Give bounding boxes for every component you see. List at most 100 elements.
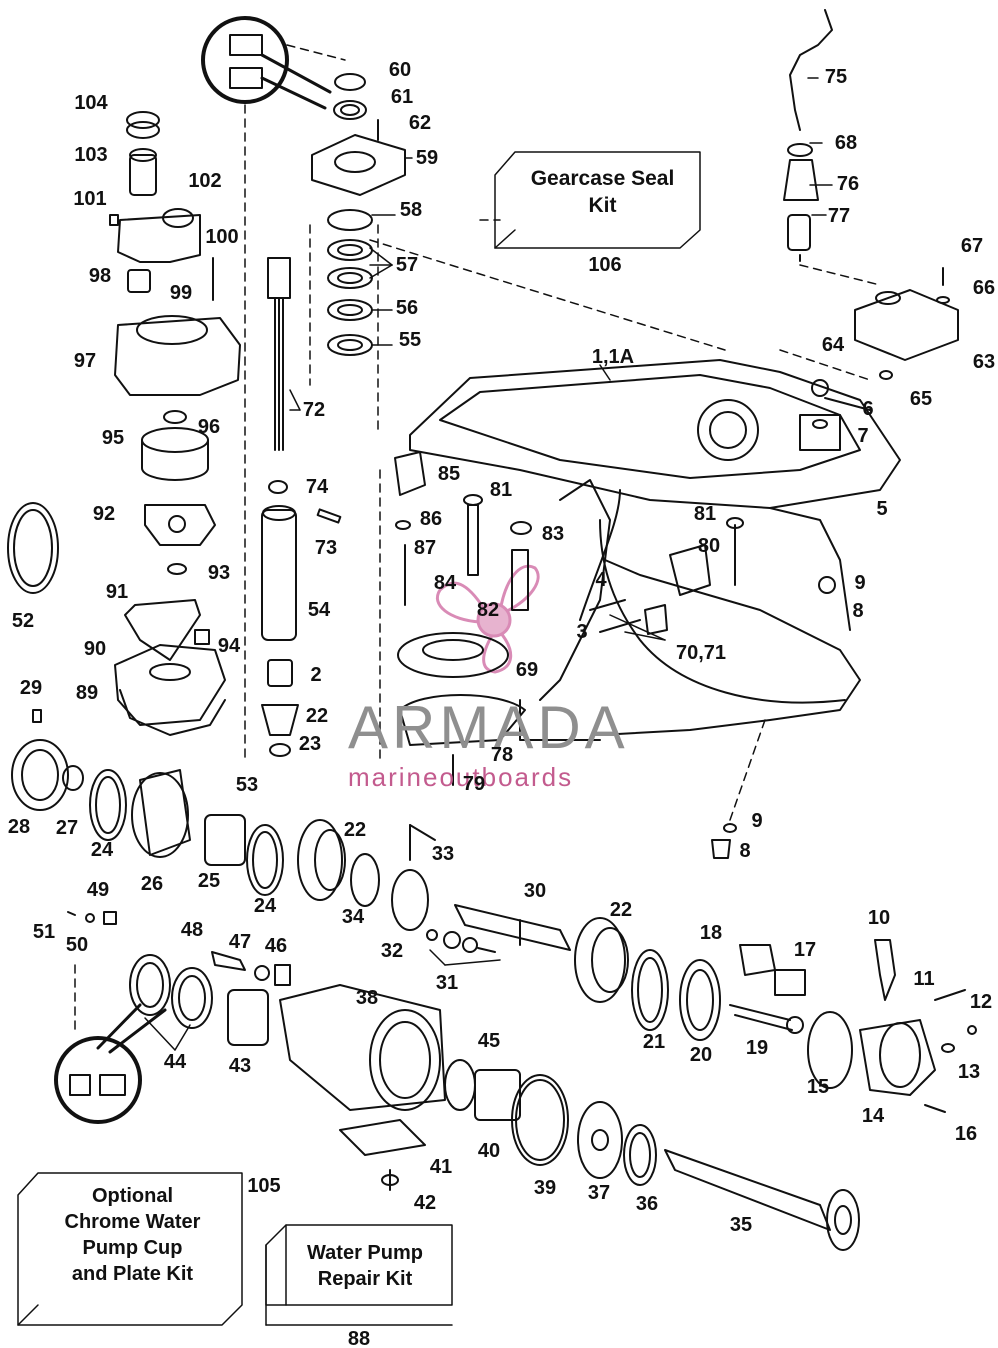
part-label-30: 30	[523, 880, 547, 902]
part-label-24-right: 24	[253, 895, 277, 917]
assembly-leader-lines	[369, 219, 871, 821]
part-label-47: 47	[228, 931, 252, 953]
part-label-44: 44	[163, 1051, 187, 1073]
part-label-23: 23	[298, 733, 322, 755]
part-label-77: 77	[827, 205, 851, 227]
part-label-100: 100	[205, 226, 239, 248]
part-label-66: 66	[972, 277, 996, 299]
part-label-64: 64	[821, 334, 845, 356]
part-label-43: 43	[228, 1055, 252, 1077]
part-label-86: 86	[419, 508, 443, 530]
part-label-84: 84	[433, 572, 457, 594]
part-label-7: 7	[857, 425, 869, 447]
part-label-9-upper: 9	[854, 572, 866, 594]
part-label-67: 67	[960, 235, 984, 257]
part-label-60: 60	[388, 59, 412, 81]
part-label-20: 20	[689, 1044, 713, 1066]
part-label-106: 106	[588, 254, 622, 276]
part-label-68: 68	[834, 132, 858, 154]
part-label-11: 11	[913, 968, 935, 990]
part-label-6: 6	[862, 398, 874, 420]
part-label-99: 99	[169, 282, 193, 304]
seal-stack	[311, 73, 406, 356]
part-label-59: 59	[415, 147, 439, 169]
kit-frame-gearcase-seal	[494, 151, 701, 249]
part-label-19: 19	[745, 1037, 769, 1059]
part-label-46: 46	[264, 935, 288, 957]
part-label-15: 15	[806, 1076, 830, 1098]
brand-watermark-tagline: marineoutboards	[348, 762, 574, 792]
part-label-16: 16	[954, 1123, 978, 1145]
part-label-5: 5	[876, 498, 888, 520]
seal-detail-callout-top	[201, 16, 346, 110]
part-label-13: 13	[957, 1061, 981, 1083]
part-label-79: 79	[462, 773, 486, 795]
part-label-62: 62	[408, 112, 432, 134]
part-label-87: 87	[413, 537, 437, 559]
part-label-3: 3	[576, 621, 588, 643]
part-label-72: 72	[302, 399, 326, 421]
part-label-92: 92	[92, 503, 116, 525]
part-label-56: 56	[395, 297, 419, 319]
part-label-35: 35	[729, 1214, 753, 1236]
part-label-22-middle: 22	[343, 819, 367, 841]
part-label-93: 93	[207, 562, 231, 584]
part-label-61: 61	[390, 86, 414, 108]
part-label-90: 90	[83, 638, 107, 660]
part-label-25: 25	[197, 870, 221, 892]
part-label-4: 4	[595, 569, 607, 591]
part-label-54: 54	[307, 599, 331, 621]
part-label-24-left: 24	[90, 839, 114, 861]
chrome-pump-kit-label: Optional Chrome Water Pump Cup and Plate…	[64, 1185, 201, 1285]
part-label-8-upper: 8	[852, 600, 864, 622]
part-label-88: 88	[347, 1328, 371, 1348]
part-label-97: 97	[73, 350, 97, 372]
part-label-37: 37	[587, 1182, 611, 1204]
part-label-95: 95	[101, 427, 125, 449]
part-label-65: 65	[909, 388, 933, 410]
part-label-57: 57	[395, 254, 419, 276]
part-label-105: 105	[247, 1175, 281, 1197]
part-label-51: 51	[32, 921, 56, 943]
part-label-103: 103	[74, 144, 108, 166]
label-leaders	[144, 77, 833, 1051]
gearcase-housing	[409, 359, 901, 741]
part-label-81-top: 81	[489, 479, 513, 501]
part-label-76: 76	[836, 173, 860, 195]
part-label-89: 89	[75, 682, 99, 704]
part-label-14: 14	[861, 1105, 885, 1127]
part-label-32: 32	[380, 940, 404, 962]
shift-rod-assembly	[783, 9, 959, 380]
housing-fasteners	[394, 379, 871, 859]
drive-shaft-assembly	[244, 104, 379, 761]
part-label-73: 73	[314, 537, 338, 559]
part-label-10: 10	[867, 907, 891, 929]
water-pump-repair-kit-label: Water Pump Repair Kit	[307, 1242, 423, 1290]
part-label-69: 69	[515, 659, 539, 681]
part-label-80: 80	[697, 535, 721, 557]
part-label-34: 34	[341, 906, 365, 928]
part-label-98: 98	[88, 265, 112, 287]
part-label-70-71: 70,71	[675, 642, 727, 664]
part-label-41: 41	[429, 1156, 453, 1178]
part-label-2: 2	[310, 664, 322, 686]
part-label-29: 29	[19, 677, 43, 699]
part-label-27: 27	[55, 817, 79, 839]
part-label-81-right: 81	[693, 503, 717, 525]
part-label-63: 63	[972, 351, 996, 373]
part-label-22-upper: 22	[305, 705, 329, 727]
part-label-52: 52	[11, 610, 35, 632]
part-label-58: 58	[399, 199, 423, 221]
bearing-carrier-and-propshaft	[67, 824, 860, 1251]
part-label-18: 18	[699, 922, 723, 944]
part-label-50: 50	[65, 934, 89, 956]
part-label-53: 53	[235, 774, 259, 796]
part-label-74: 74	[305, 476, 329, 498]
part-label-31: 31	[435, 972, 459, 994]
part-label-17: 17	[793, 939, 817, 961]
part-label-78: 78	[490, 744, 514, 766]
part-label-39: 39	[533, 1177, 557, 1199]
part-label-42: 42	[413, 1192, 437, 1214]
part-label-9-lower: 9	[751, 810, 763, 832]
